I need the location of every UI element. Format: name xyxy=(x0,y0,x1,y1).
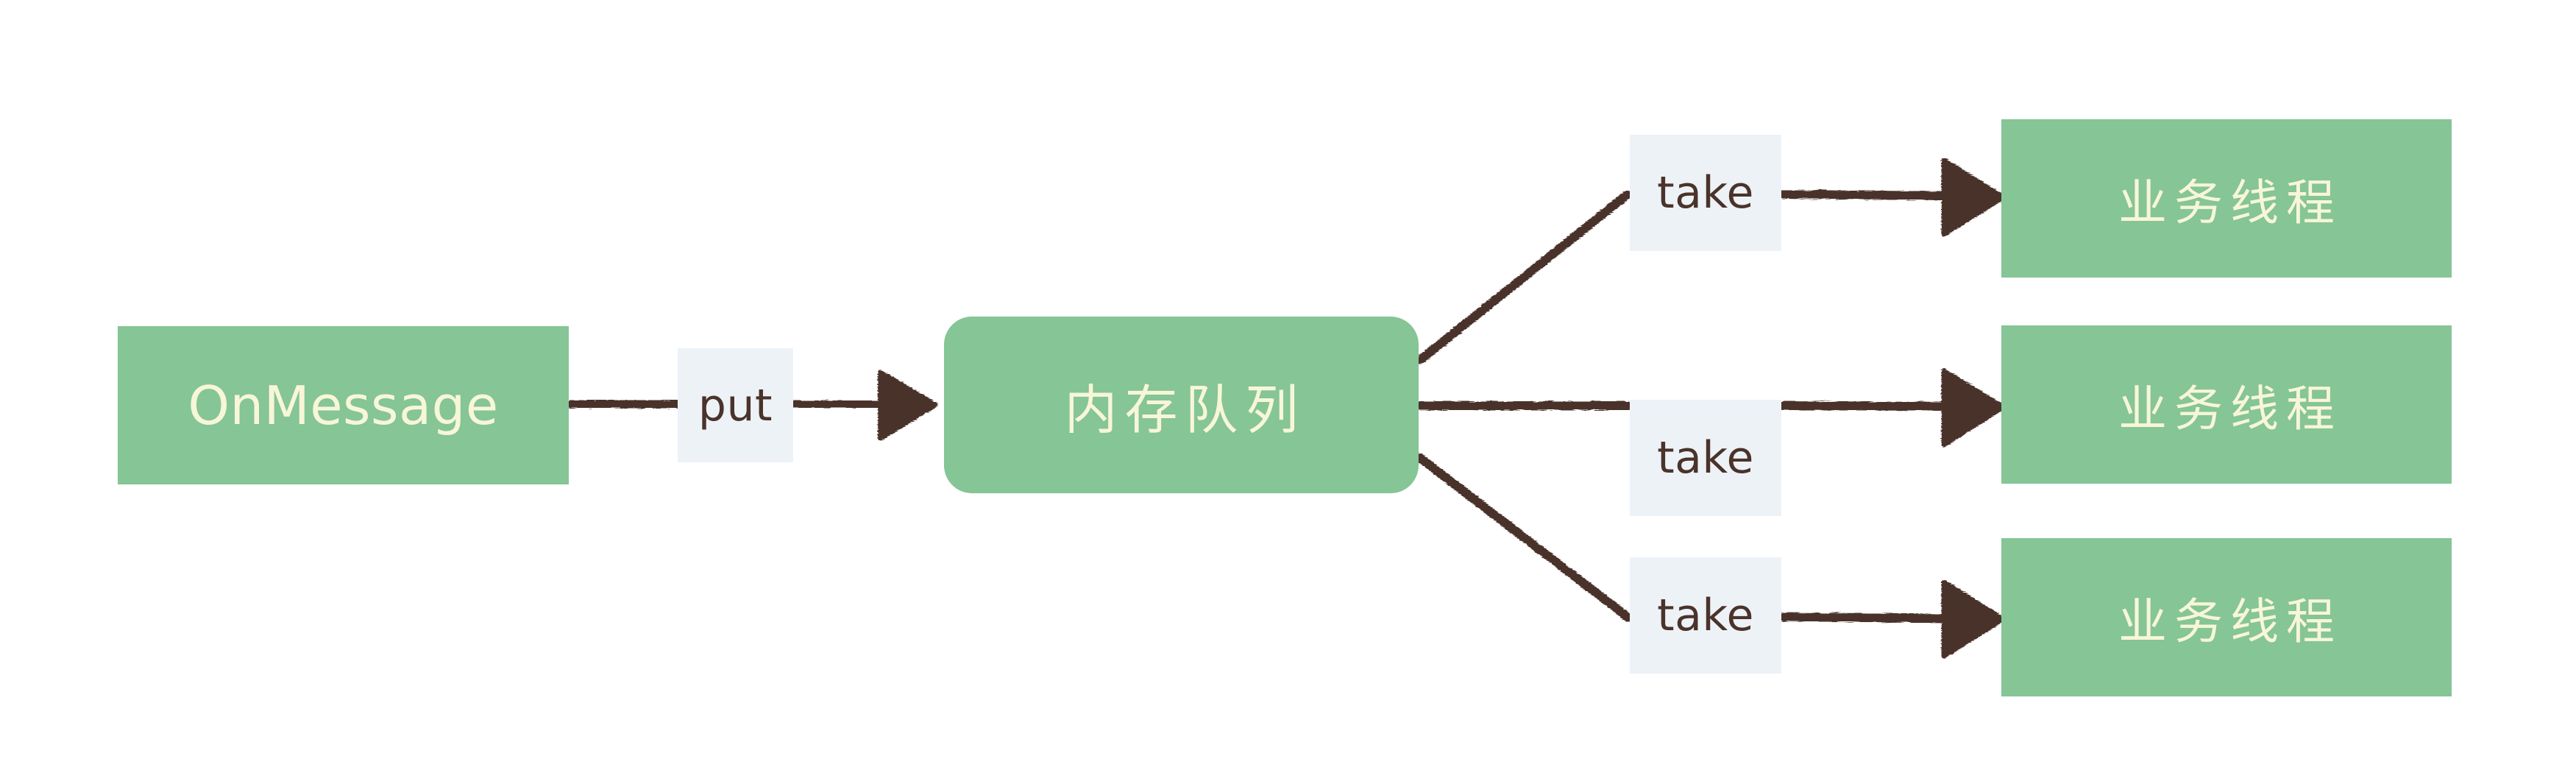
node-business-thread-2[interactable]: 业务线程 xyxy=(2001,325,2452,484)
edge-queue-to-take-3 xyxy=(1416,453,1632,621)
edge-queue-to-take-1 xyxy=(1416,190,1632,364)
node-memory-queue[interactable]: 内存队列 xyxy=(944,317,1419,493)
edge-take-3-to-thread-3 xyxy=(1779,613,1954,623)
arrowhead-thread-2 xyxy=(1941,368,2006,448)
node-business-thread-1[interactable]: 业务线程 xyxy=(2001,119,2452,278)
arrowhead-thread-3 xyxy=(1941,579,2006,659)
edge-label-take-2: take xyxy=(1630,400,1781,516)
arrowhead-thread-1 xyxy=(1941,158,2006,237)
arrowhead-queue xyxy=(878,370,938,441)
edge-label-take-3: take xyxy=(1630,557,1781,674)
node-business-thread-3[interactable]: 业务线程 xyxy=(2001,538,2452,696)
edge-label-put: put xyxy=(678,348,793,462)
edge-label-take-1: take xyxy=(1630,135,1781,251)
edge-take-1-to-thread-1 xyxy=(1779,190,1954,200)
node-onmessage[interactable]: OnMessage xyxy=(118,326,569,484)
